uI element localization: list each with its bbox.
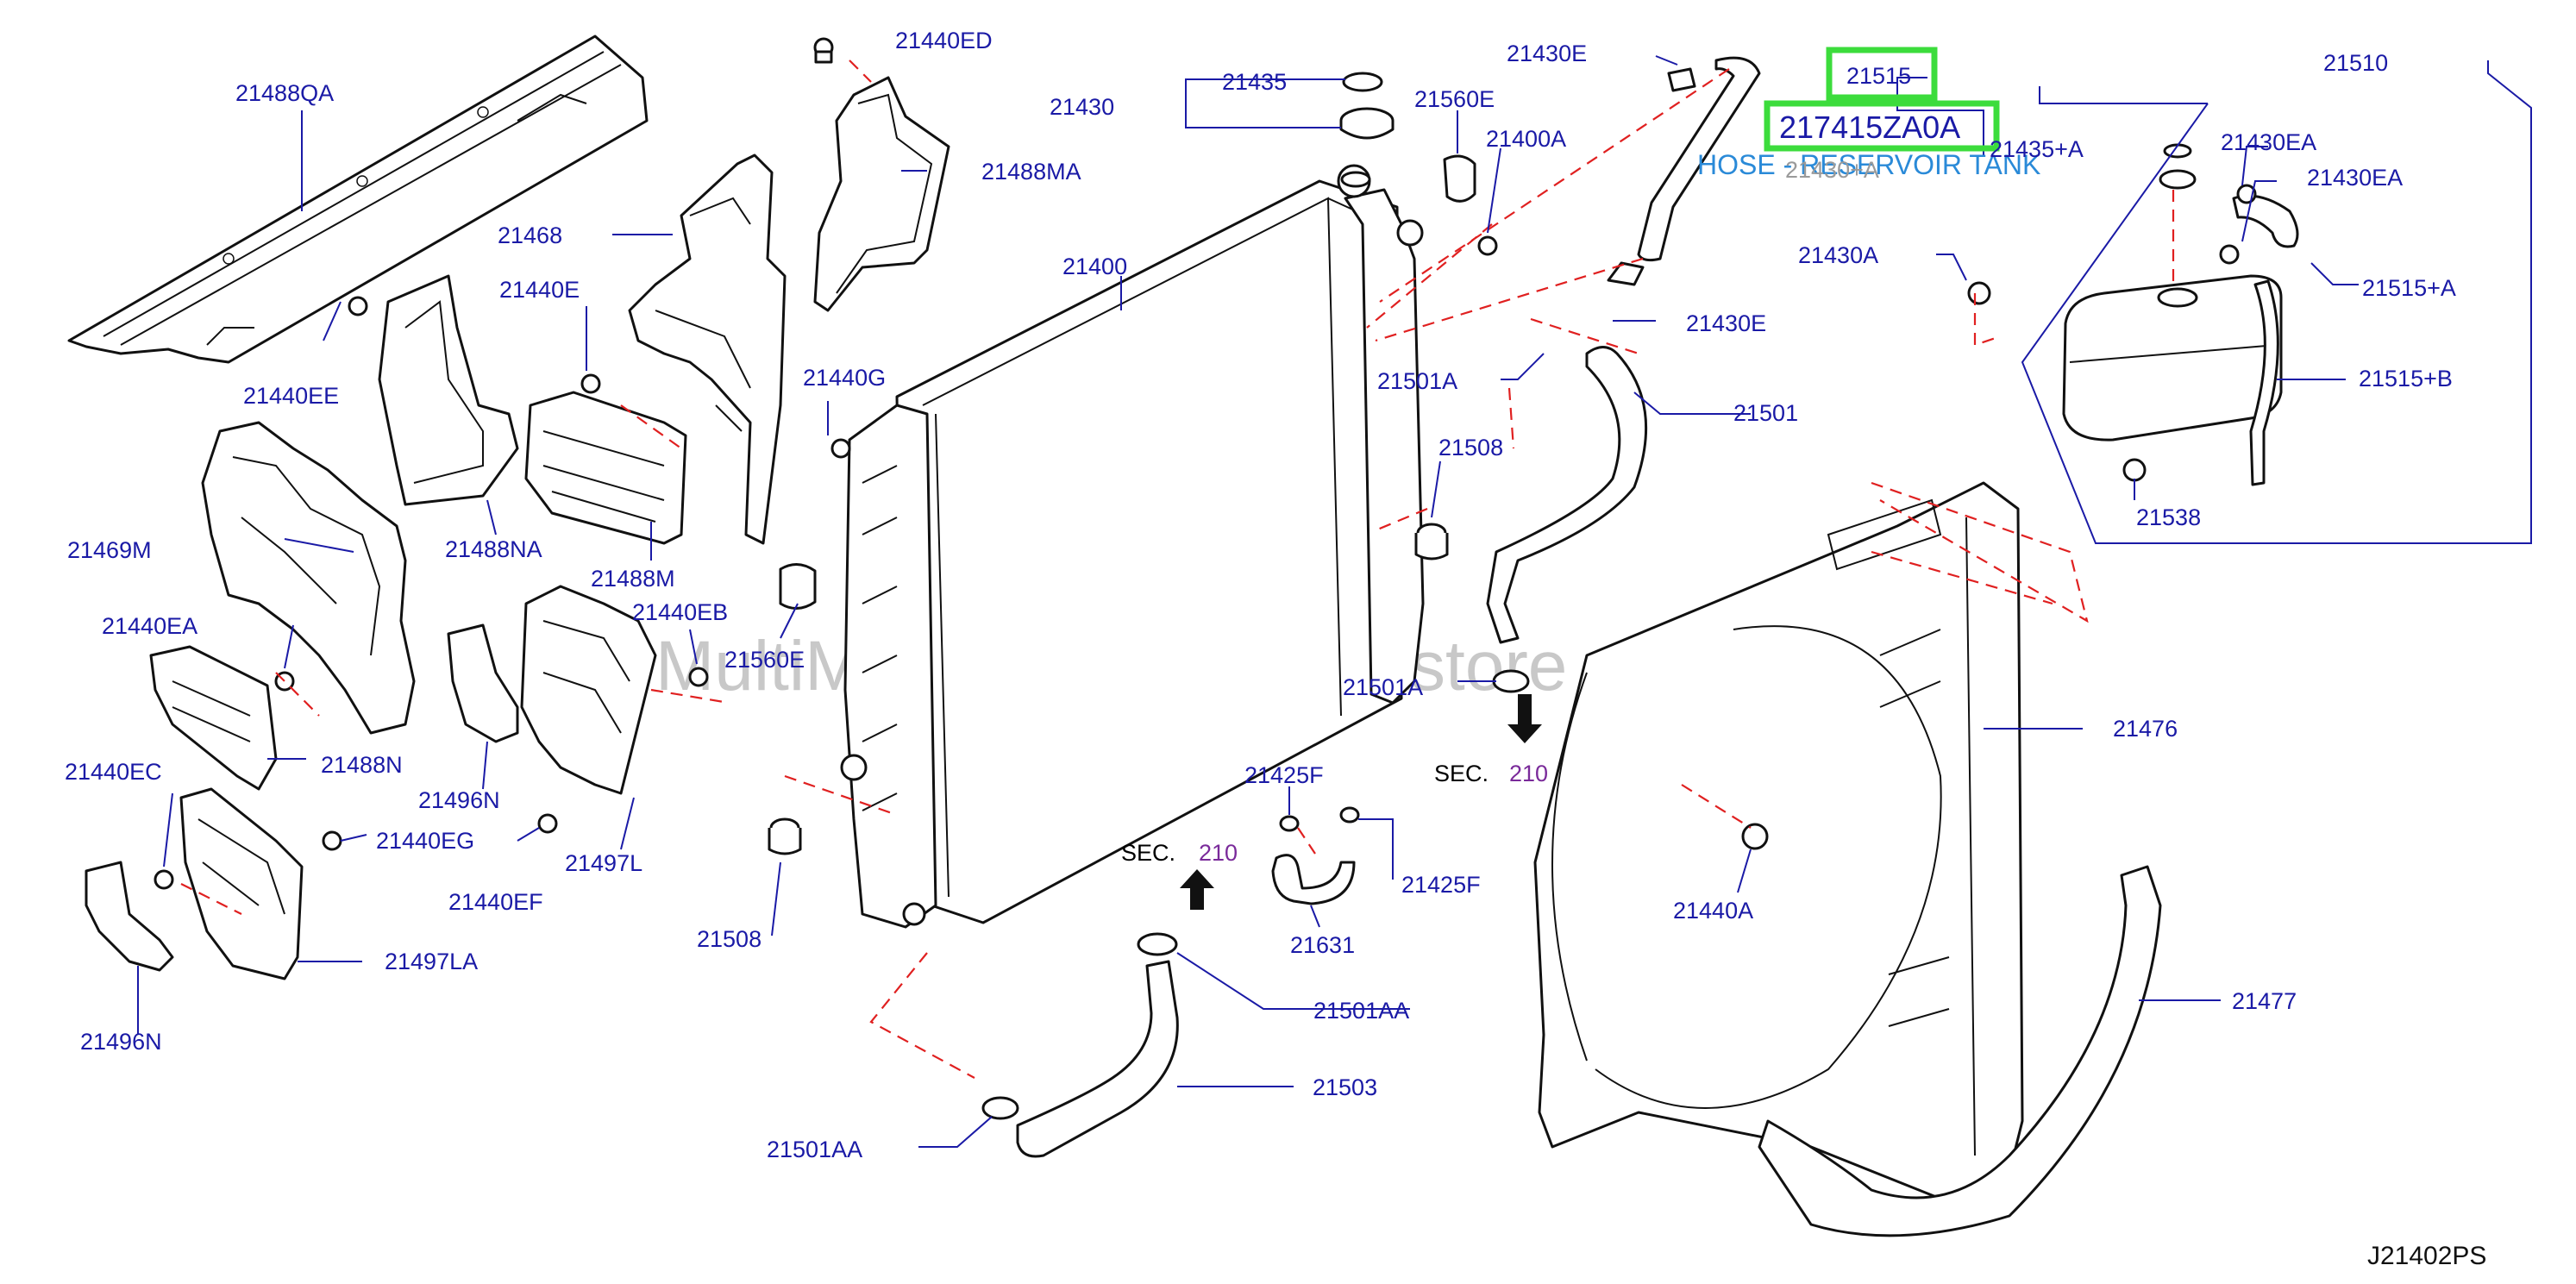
section-ref-word: SEC. [1434, 761, 1489, 786]
air-guide-upper[interactable] [628, 153, 787, 545]
callout-label[interactable]: 21400 [1062, 254, 1127, 279]
alignment-lines [180, 60, 2175, 1079]
callout-label[interactable]: 21430E [1686, 310, 1766, 336]
lower-air-guide-center[interactable] [520, 585, 657, 795]
callout-label[interactable]: 21468 [498, 222, 562, 248]
callout-label[interactable]: 21430EA [2307, 165, 2403, 191]
section-ref-word: SEC. [1121, 840, 1175, 866]
upper-support-cover[interactable] [67, 34, 649, 364]
radiator[interactable] [840, 164, 1425, 929]
callout-label[interactable]: 21488QA [235, 80, 334, 106]
callout-label[interactable]: 21430EA [2221, 129, 2316, 155]
section-ref-number[interactable]: 210 [1199, 840, 1238, 866]
side-air-guide-middle[interactable] [524, 391, 687, 545]
callout-label[interactable]: 21488NA [445, 536, 542, 562]
upper-radiator-hose[interactable] [1486, 346, 1648, 644]
highlight-ref[interactable]: 21515 [1846, 63, 1911, 89]
side-air-guide-left[interactable] [378, 274, 519, 506]
lower-fan-shroud[interactable] [1758, 865, 2162, 1237]
callout-label[interactable]: 21440EF [448, 889, 543, 915]
callout-label[interactable]: 21503 [1313, 1074, 1377, 1100]
callout-label[interactable]: 21488N [321, 752, 403, 778]
diagram-code: J21402PS [2367, 1242, 2486, 1270]
callout-label[interactable]: 21501 [1733, 400, 1798, 426]
callout-label[interactable]: 21440EB [632, 599, 728, 625]
callout-labels: 21488QA 21440ED 21488MA 21435 21430 2156… [65, 28, 2456, 1162]
callout-label[interactable]: 21440G [803, 365, 886, 391]
callout-label[interactable]: 21501AA [1313, 998, 1409, 1024]
callout-label[interactable]: 21508 [1438, 435, 1503, 460]
callout-label[interactable]: 21501A [1343, 674, 1423, 700]
callout-label[interactable]: 21488MA [981, 159, 1081, 185]
lower-air-guide-left[interactable] [201, 421, 416, 735]
upper-mount-insulator[interactable] [1443, 154, 1476, 203]
callout-label[interactable]: 21435+A [1990, 136, 2084, 162]
callout-label[interactable]: 21477 [2232, 988, 2297, 1014]
callout-label[interactable]: 21560E [1414, 86, 1495, 112]
callout-label[interactable]: 21440EA [102, 613, 197, 639]
callout-label[interactable]: 21440ED [895, 28, 993, 53]
leader-lines [137, 55, 2532, 1148]
callout-label[interactable]: 21430A [1798, 242, 1878, 268]
highlight-box-ref [1826, 47, 1938, 101]
radiator-cap[interactable] [1339, 72, 1395, 188]
fasteners [154, 37, 2257, 1120]
callout-label[interactable]: 21501AA [767, 1137, 862, 1162]
reservoir-hose-upper[interactable] [1637, 56, 1761, 262]
reservoir-tank[interactable] [2062, 143, 2283, 442]
callout-label[interactable]: 21510 [2323, 50, 2388, 76]
upper-air-guide-right[interactable] [813, 76, 950, 312]
callout-label[interactable]: 21430 [1050, 94, 1114, 120]
callout-label[interactable]: 21425F [1401, 872, 1481, 898]
reservoir-hose-b[interactable] [2249, 279, 2279, 486]
section-ref-number[interactable]: 210 [1509, 761, 1548, 786]
callout-label[interactable]: 21430+A [1785, 157, 1879, 183]
lower-mount-insulator[interactable] [779, 563, 817, 610]
callout-label[interactable]: 21476 [2113, 716, 2178, 742]
callout-label[interactable]: 21560E [724, 647, 805, 673]
highlight-box-partnumber [1764, 100, 2000, 152]
callout-label[interactable]: 21440EE [243, 383, 339, 409]
highlight-description: HOSE - RESERVOIR TANK [1697, 149, 2040, 180]
callout-label[interactable]: 21538 [2136, 504, 2201, 530]
seal-strip-lower[interactable] [85, 861, 174, 972]
callout-label[interactable]: 21440EG [376, 828, 474, 854]
callout-label[interactable]: 21440A [1673, 898, 1753, 924]
side-plate-21488N[interactable] [149, 645, 278, 791]
callout-label[interactable]: 21496N [418, 787, 500, 813]
callout-label[interactable]: 21631 [1290, 932, 1355, 958]
callout-label[interactable]: 21501A [1377, 368, 1457, 394]
callout-label[interactable]: 21469M [67, 537, 152, 563]
callout-label[interactable]: 21440EC [65, 759, 162, 785]
arrow-down-icon [1507, 694, 1542, 743]
callout-label[interactable]: 21430E [1507, 41, 1587, 66]
callout-label[interactable]: 21515+A [2362, 275, 2456, 301]
callout-label[interactable]: 21508 [697, 926, 762, 952]
callout-label[interactable]: 21425F [1244, 762, 1324, 788]
seal-strip-upper[interactable] [447, 623, 519, 743]
fan-shroud[interactable] [1533, 481, 2024, 1200]
arrow-up-icon [1180, 869, 1214, 910]
lower-air-guide-left-bottom[interactable] [179, 787, 304, 980]
callout-label[interactable]: 21440E [499, 277, 580, 303]
callout-label[interactable]: 21400A [1486, 126, 1566, 152]
callout-label[interactable]: 21497LA [385, 949, 478, 974]
bypass-hose-21631[interactable] [1271, 854, 1356, 905]
callout-label[interactable]: 21497L [565, 850, 642, 876]
highlight-part-number[interactable]: 217415ZA0A [1779, 110, 1960, 145]
callout-label[interactable]: 21488M [591, 566, 675, 592]
callout-label[interactable]: 21515+B [2359, 366, 2453, 391]
callout-label[interactable]: 21435 [1222, 69, 1287, 95]
callout-label[interactable]: 21496N [80, 1029, 162, 1055]
lower-radiator-hose[interactable] [1016, 960, 1179, 1158]
